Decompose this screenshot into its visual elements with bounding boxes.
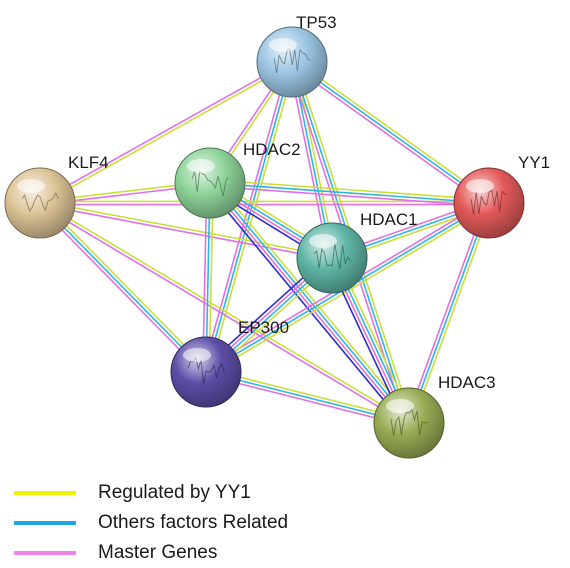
- edge-strand-cyan: [291, 61, 490, 204]
- legend: Regulated by YY1 Others factors Related …: [14, 478, 288, 568]
- sphere-highlight: [309, 234, 337, 248]
- edge-klf4-hdac3: [38, 200, 411, 426]
- protein-structure-icon: [390, 407, 428, 437]
- legend-item-regulated: Regulated by YY1: [14, 478, 288, 508]
- edge-strand-cyan: [408, 202, 490, 424]
- edge-strand-pink: [38, 203, 409, 426]
- sphere-highlight: [269, 38, 297, 52]
- legend-swatch: [14, 521, 76, 525]
- edge-strand-cyan: [210, 181, 411, 423]
- edge-strand-cyan: [39, 202, 207, 373]
- edge-strand-cyan: [209, 182, 490, 204]
- node-hdac3[interactable]: HDAC3: [373, 373, 496, 459]
- sphere-highlight: [386, 399, 414, 413]
- legend-swatch: [14, 551, 76, 555]
- edge-strand-yellow: [293, 58, 492, 202]
- node-tp53[interactable]: TP53: [256, 13, 337, 98]
- edge-strand-pink: [289, 63, 488, 207]
- edge-tp53-ep300: [202, 60, 296, 374]
- edge-strand-pink: [37, 204, 205, 375]
- edge-strand-pink: [202, 60, 290, 372]
- edge-strand-yellow: [40, 200, 333, 258]
- node-hdac2[interactable]: HDAC2: [174, 140, 301, 219]
- legend-label: Others factors Related: [98, 512, 289, 533]
- protein-structure-icon: [470, 189, 508, 216]
- edge-strand-pink: [405, 201, 487, 423]
- sphere-highlight: [17, 179, 45, 193]
- legend-label: Regulated by YY1: [98, 482, 251, 503]
- edge-hdac2-yy1: [209, 179, 490, 207]
- edge-strand-pink: [39, 203, 332, 261]
- edge-strand-yellow: [213, 179, 414, 421]
- edge-yy1-hdac3: [405, 201, 493, 425]
- node-klf4[interactable]: KLF4: [4, 153, 109, 239]
- node-ep300[interactable]: EP300: [170, 318, 289, 408]
- edge-strand-pink: [208, 183, 409, 425]
- legend-swatch: [14, 491, 76, 495]
- protein-structure-icon: [191, 169, 229, 197]
- edge-tp53-yy1: [289, 58, 492, 207]
- protein-structure-icon: [313, 243, 351, 270]
- legend-item-others: Others factors Related: [14, 508, 288, 538]
- protein-structure-icon: [21, 191, 59, 212]
- node-sphere: [373, 387, 445, 459]
- node-sphere: [453, 167, 525, 239]
- node-sphere: [296, 222, 368, 294]
- sphere-highlight: [183, 348, 211, 362]
- edge-strand-yellow: [40, 200, 411, 423]
- sphere-highlight: [466, 179, 494, 193]
- node-label: HDAC1: [360, 210, 418, 229]
- edge-layer: [37, 58, 493, 427]
- node-label: KLF4: [68, 153, 109, 172]
- edge-strand-yellow: [40, 62, 294, 206]
- edge-strand-cyan: [205, 61, 293, 373]
- edge-hdac2-hdac3: [205, 179, 414, 427]
- edge-strand-blue: [205, 185, 406, 427]
- protein-structure-icon: [273, 48, 311, 74]
- node-label: HDAC2: [243, 140, 301, 159]
- node-sphere: [4, 167, 76, 239]
- sphere-highlight: [187, 159, 215, 173]
- legend-item-master: Master Genes: [14, 538, 288, 568]
- edge-strand-yellow: [41, 200, 209, 371]
- edge-strand-yellow: [208, 62, 296, 374]
- node-sphere: [174, 147, 246, 219]
- node-label: TP53: [296, 13, 337, 32]
- edge-strand-pink: [38, 59, 292, 203]
- node-label: YY1: [518, 153, 550, 172]
- node-yy1[interactable]: YY1: [453, 153, 550, 239]
- edge-strand-yellow: [210, 179, 490, 201]
- edge-tp53-klf4: [38, 59, 294, 206]
- node-label: HDAC3: [438, 373, 496, 392]
- node-label: EP300: [238, 318, 289, 337]
- node-hdac1[interactable]: HDAC1: [296, 210, 418, 294]
- edge-klf4-hdac1: [39, 200, 333, 261]
- legend-label: Master Genes: [98, 542, 218, 563]
- edge-strand-pink: [209, 185, 489, 207]
- edge-strand-yellow: [411, 203, 493, 425]
- edge-klf4-ep300: [37, 200, 209, 375]
